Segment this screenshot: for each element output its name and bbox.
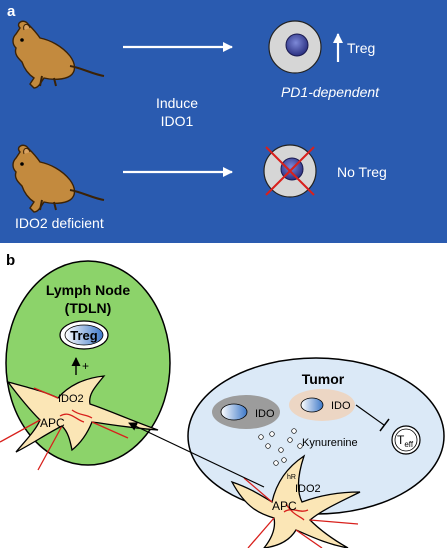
teff-label: Teff <box>397 433 414 449</box>
induce-label-line2: IDO1 <box>161 113 194 129</box>
treg-cell-icon <box>268 20 322 74</box>
treg-cell-lymph-node <box>59 320 109 350</box>
tumor-title: Tumor <box>302 371 345 387</box>
no-treg-cell-icon <box>263 144 317 198</box>
ido-label-1: IDO <box>255 408 275 420</box>
kynurenine-dots <box>258 428 303 466</box>
panel-a-label: a <box>7 3 16 20</box>
treg-label-lymph-node: Treg <box>70 328 98 343</box>
inhibition-bar <box>379 418 390 432</box>
migration-arrow <box>128 422 265 488</box>
ido-label-2: IDO <box>331 400 351 412</box>
treg-up-label: Treg <box>347 40 375 56</box>
no-treg-label: No Treg <box>337 164 387 180</box>
mouse-icon-wild-type <box>12 20 105 89</box>
teff-main: T <box>397 433 405 447</box>
apc-label-tumor: APC <box>272 499 297 513</box>
panel-b-label: b <box>6 252 15 269</box>
teff-cell <box>391 425 421 455</box>
mouse-icon-ido2-deficient <box>12 144 105 213</box>
apc-cell-tumor <box>230 454 361 548</box>
pd1-dependent-label: PD1-dependent <box>281 84 380 100</box>
induce-label-line1: Induce <box>156 95 198 111</box>
ido-cell-2 <box>289 389 355 421</box>
lymph-node-title-line2: (TDLN) <box>65 300 112 316</box>
lymph-node-title-line1: Lymph Node <box>46 282 130 298</box>
inhibition-line <box>355 404 385 426</box>
ido-cell-1 <box>212 395 280 429</box>
teff-sub: eff <box>404 440 414 449</box>
plus-sign: + <box>82 359 89 373</box>
ido2-label-tumor: IDO2 <box>295 483 321 495</box>
apc-cell-lymph-node <box>0 375 159 471</box>
kynurenine-label: Kynurenine <box>302 437 358 449</box>
ido2-deficient-label: IDO2 deficient <box>15 215 104 231</box>
panel-a-background <box>0 0 447 243</box>
small-label-hr: hR <box>287 474 296 481</box>
apc-label-lymph-node: APC <box>40 416 65 430</box>
ido2-label-lymph-node: IDO2 <box>58 393 84 405</box>
